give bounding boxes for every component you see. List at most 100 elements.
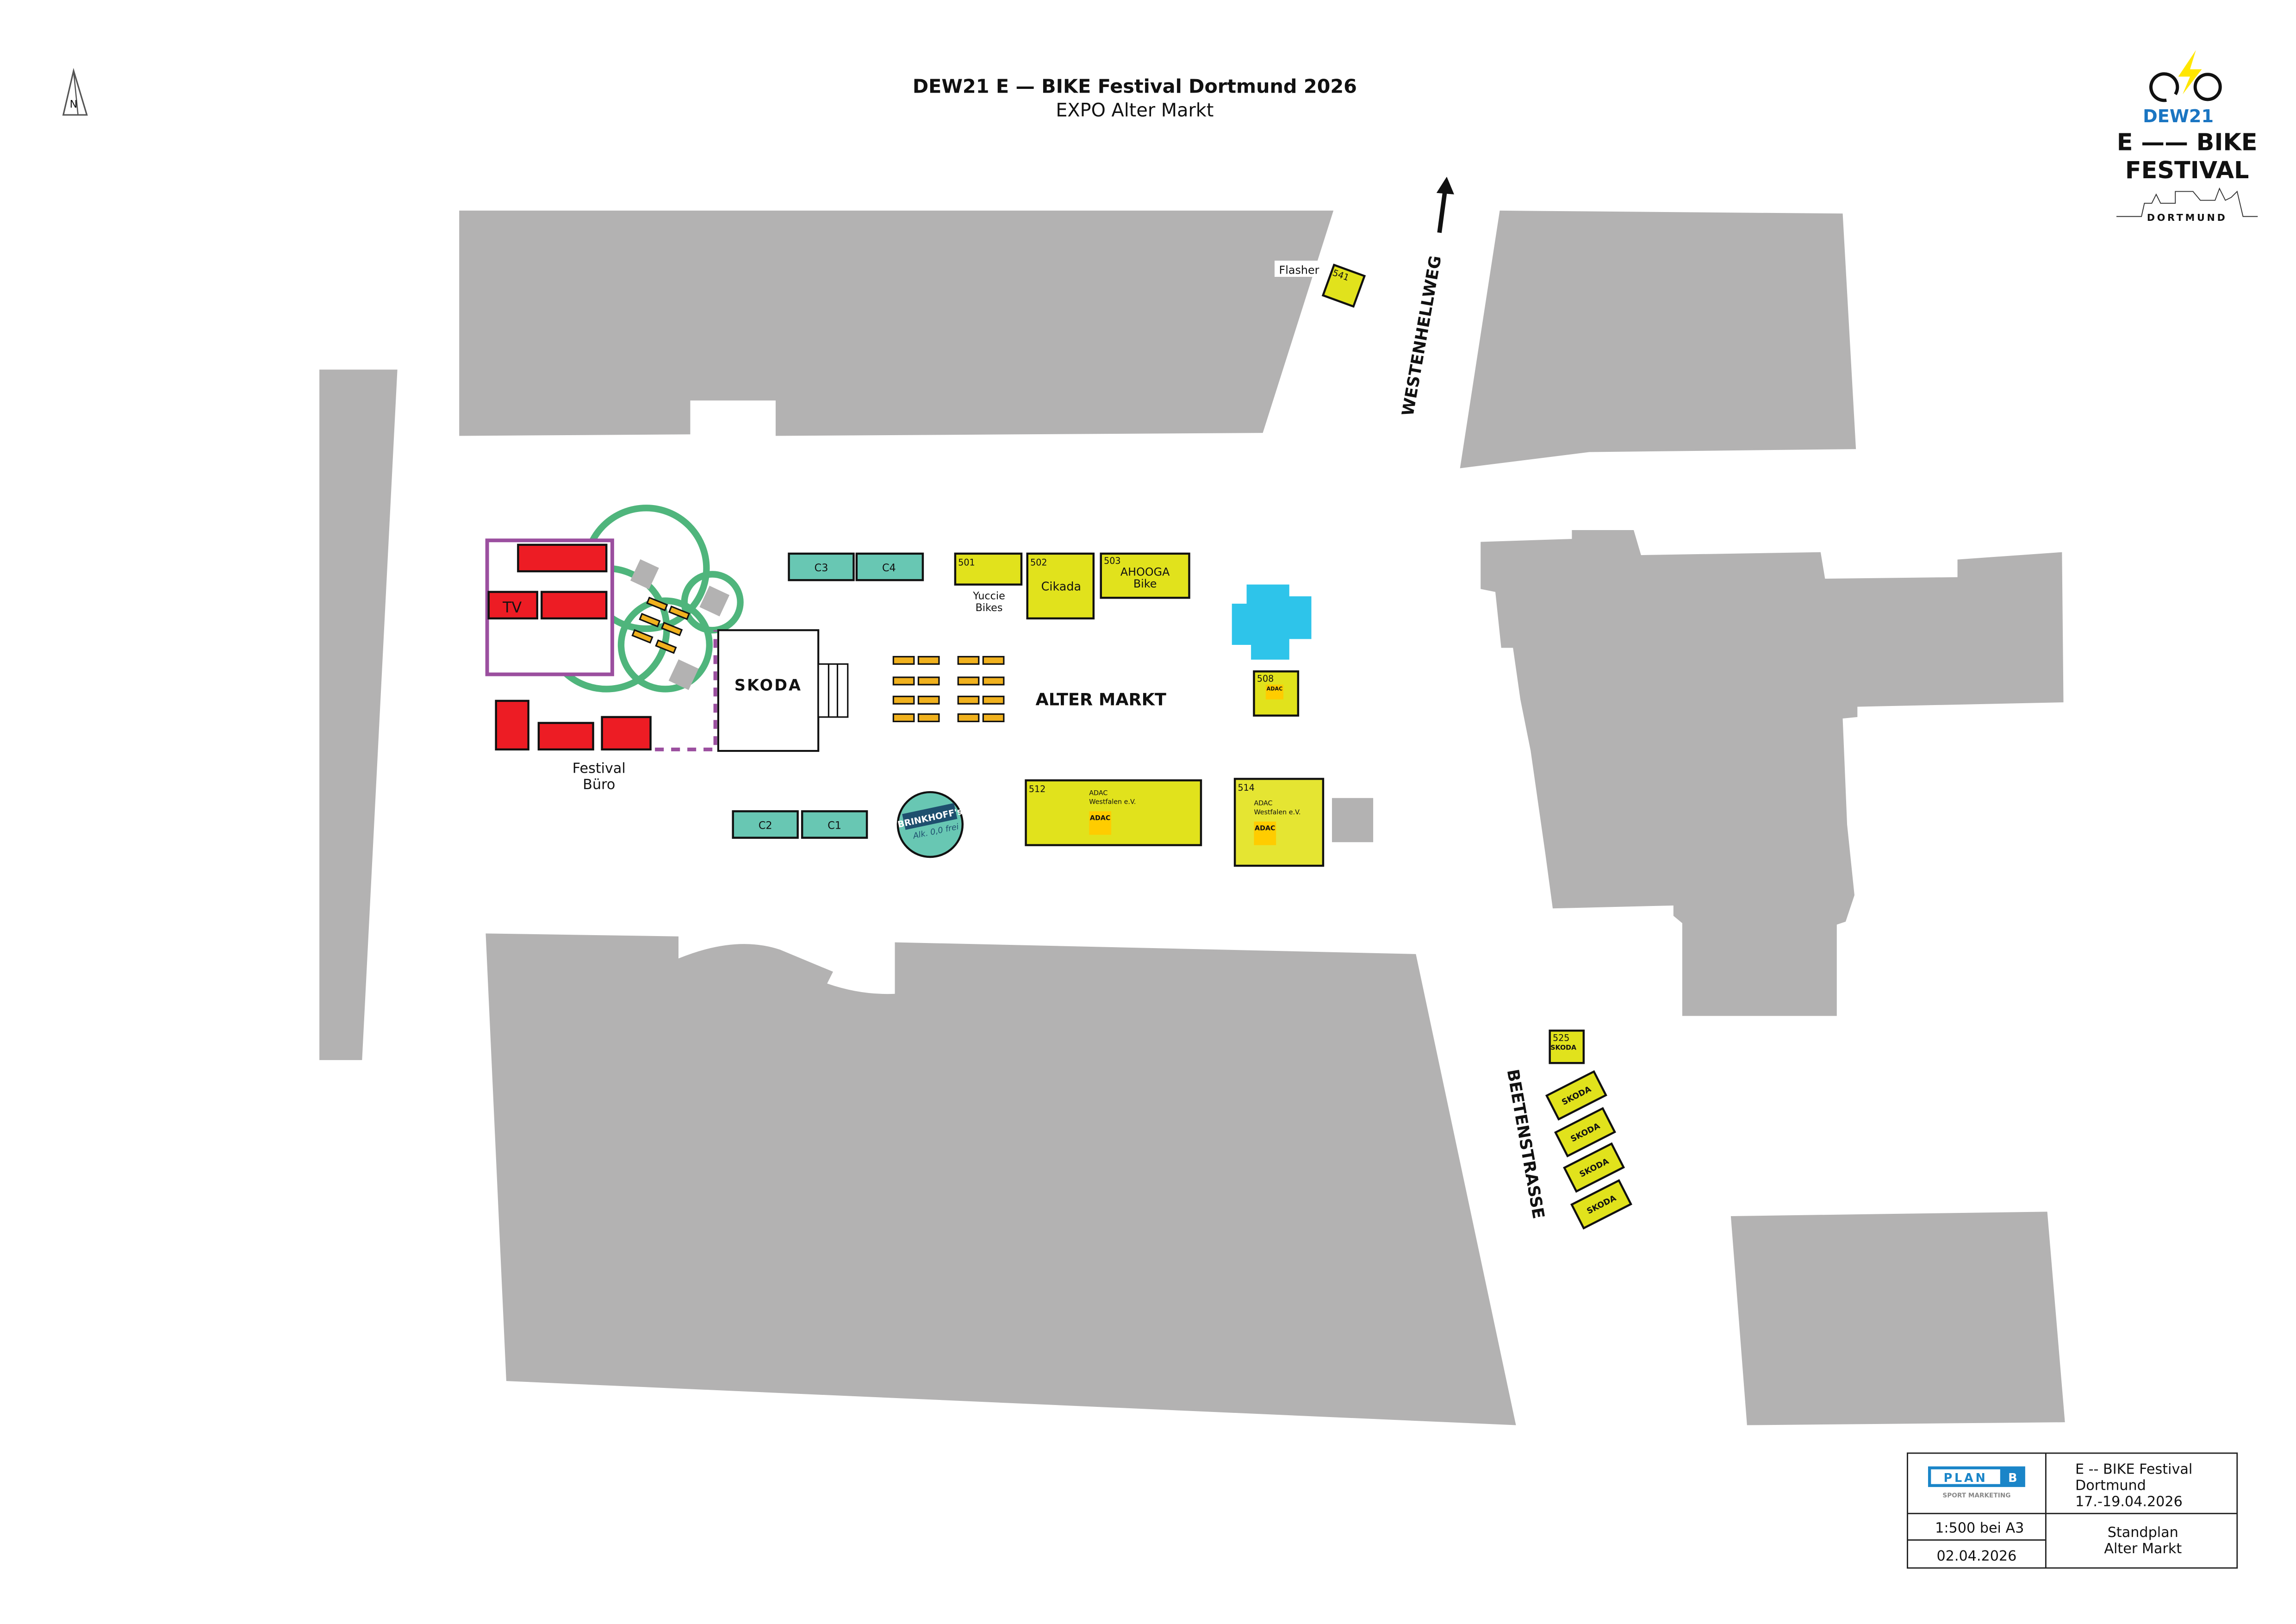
- building-right-complex: [1481, 530, 2064, 1016]
- skoda-brand-label: SKODA: [734, 676, 802, 694]
- event-name: E -- BIKE Festival: [2075, 1461, 2192, 1477]
- stand-number: 514: [1238, 783, 1254, 793]
- stand-exhibitor: SKODA: [1550, 1044, 1576, 1052]
- flasher-label-bg: [1274, 261, 1325, 277]
- tv-tent: [487, 591, 538, 620]
- logo-city: DORTMUND: [2147, 212, 2228, 223]
- skoda-display-stand[interactable]: SKODA: [1554, 1107, 1616, 1158]
- plan-title: Alter Markt: [2104, 1541, 2182, 1557]
- title-block: PLAN B SPORT MARKETING E -- BIKE Festiva…: [1907, 1452, 2238, 1569]
- tv-label: TV: [502, 599, 522, 616]
- logo-line1: E —— BIKE: [2117, 129, 2258, 156]
- square-label-alter-markt: ALTER MARKT: [1036, 689, 1167, 709]
- tent: [517, 543, 608, 573]
- skoda-display-stand[interactable]: SKODA: [1563, 1142, 1625, 1193]
- stand-number: 503: [1104, 556, 1120, 566]
- tent: [537, 722, 594, 751]
- logo-line2: FESTIVAL: [2125, 156, 2249, 184]
- ring-track: [617, 597, 713, 693]
- stand-525[interactable]: 525 SKODA: [1549, 1030, 1585, 1064]
- container-c3[interactable]: C3: [788, 552, 855, 581]
- stand-541[interactable]: 541: [1321, 263, 1366, 308]
- stand-number: 502: [1030, 557, 1047, 568]
- building-small-annex: [1332, 798, 1374, 843]
- skoda-main-stand[interactable]: SKODA: [717, 629, 849, 752]
- bike-wheel-icon: [2149, 72, 2179, 102]
- building-bottom: [485, 933, 1516, 1425]
- stand-number: 501: [958, 557, 975, 568]
- stand-exhibitor: ADAC: [1089, 789, 1108, 797]
- stand-508[interactable]: 508 ADAC: [1253, 670, 1300, 717]
- tent: [541, 591, 608, 620]
- bike-wheel-icon: [2193, 73, 2222, 101]
- festival-office-label: Festival: [572, 761, 626, 777]
- stand-512[interactable]: 512 ADAC Westfalen e.V. ADAC: [1025, 779, 1202, 846]
- buildings: [319, 210, 2065, 1425]
- festival-office-tent: [601, 716, 652, 751]
- plan-b-letter: B: [2008, 1471, 2017, 1485]
- page-subtitle: EXPO Alter Markt: [1056, 100, 1213, 121]
- container-label: C1: [828, 820, 841, 832]
- plan-date: 02.04.2026: [1936, 1548, 2016, 1564]
- north-label: N: [70, 98, 78, 110]
- festival-office-label: Büro: [583, 777, 615, 793]
- container-c2[interactable]: C2: [732, 810, 799, 839]
- skyline-icon: [2116, 187, 2258, 217]
- obstacle: [668, 659, 699, 690]
- adac-logo: [1265, 684, 1284, 700]
- adac-logo-text: ADAC: [1090, 814, 1111, 822]
- stand-exhibitor: Westfalen e.V.: [1254, 809, 1300, 816]
- building-top-right: [1460, 210, 1856, 468]
- obstacle: [630, 559, 659, 589]
- plan-scale: 1:500 bei A3: [1935, 1520, 2024, 1537]
- event-dates: 17.-19.04.2026: [2075, 1493, 2183, 1510]
- stand-exhibitor: Cikada: [1041, 579, 1081, 593]
- skoda-display-stand[interactable]: SKODA: [1570, 1179, 1632, 1230]
- building-top: [459, 210, 1334, 436]
- plan-b-logo: PLAN B SPORT MARKETING: [1928, 1466, 2025, 1499]
- container-label: C4: [882, 562, 896, 574]
- stand-501-exhibitor: Bikes: [976, 602, 1003, 614]
- adac-logo-text: ADAC: [1267, 686, 1283, 692]
- container-c4[interactable]: C4: [855, 552, 924, 581]
- container-c1[interactable]: C1: [801, 810, 868, 839]
- stand-exhibitor: Bike: [1133, 577, 1157, 590]
- adac-logo-text: ADAC: [1255, 825, 1276, 832]
- stand-exhibitor: ADAC: [1254, 800, 1272, 807]
- container-label: C3: [815, 562, 828, 574]
- page-title: DEW21 E — BIKE Festival Dortmund 2026: [913, 75, 1357, 98]
- festival-logo: DEW21 E —— BIKE FESTIVAL DORTMUND: [2116, 50, 2258, 223]
- plan-b-subtext: SPORT MARKETING: [1942, 1492, 2010, 1499]
- stage-steps: [817, 663, 849, 718]
- adac-logo: [1254, 821, 1276, 845]
- logo-sponsor: DEW21: [2143, 106, 2214, 126]
- stand-exhibitor: Westfalen e.V.: [1089, 799, 1136, 806]
- skoda-display-stand[interactable]: SKODA: [1545, 1070, 1607, 1121]
- ramp-tables: [631, 596, 691, 654]
- building-bottom-right: [1730, 1212, 2065, 1425]
- direction-arrow-icon: [1436, 176, 1454, 233]
- street-label-beetenstrasse: BEETENSTRASSE: [1503, 1068, 1548, 1220]
- stand-502[interactable]: 502 Cikada: [1026, 552, 1095, 620]
- stand-514[interactable]: 514 ADAC Westfalen e.V. ADAC: [1233, 778, 1325, 867]
- obstacle: [699, 586, 730, 617]
- plan-title: Standplan: [2108, 1524, 2178, 1541]
- stand-541-exhibitor: Flasher: [1279, 264, 1319, 277]
- stand-501[interactable]: 501: [954, 552, 1023, 586]
- brinkhoff-stand[interactable]: BRINKHOFF's Alk. 0,0 frei: [896, 791, 966, 858]
- event-city: Dortmund: [2075, 1477, 2146, 1493]
- lightning-bolt-icon: [2178, 50, 2202, 94]
- adac-logo: [1089, 811, 1111, 835]
- street-label-westenhellweg: WESTENHELLWEG: [1399, 254, 1445, 417]
- north-arrow-icon: N: [62, 68, 88, 116]
- barrier-line: [655, 630, 717, 751]
- stand-exhibitor: AHOOGA: [1120, 566, 1170, 579]
- bench-tables: [892, 656, 1005, 723]
- tent: [495, 700, 529, 751]
- stand-number: 508: [1257, 674, 1274, 684]
- stand-503[interactable]: 503 AHOOGA Bike: [1100, 552, 1190, 599]
- plan-b-text: PLAN: [1944, 1471, 1988, 1485]
- building-left-strip: [319, 369, 398, 1060]
- fountain-area: [1232, 584, 1312, 660]
